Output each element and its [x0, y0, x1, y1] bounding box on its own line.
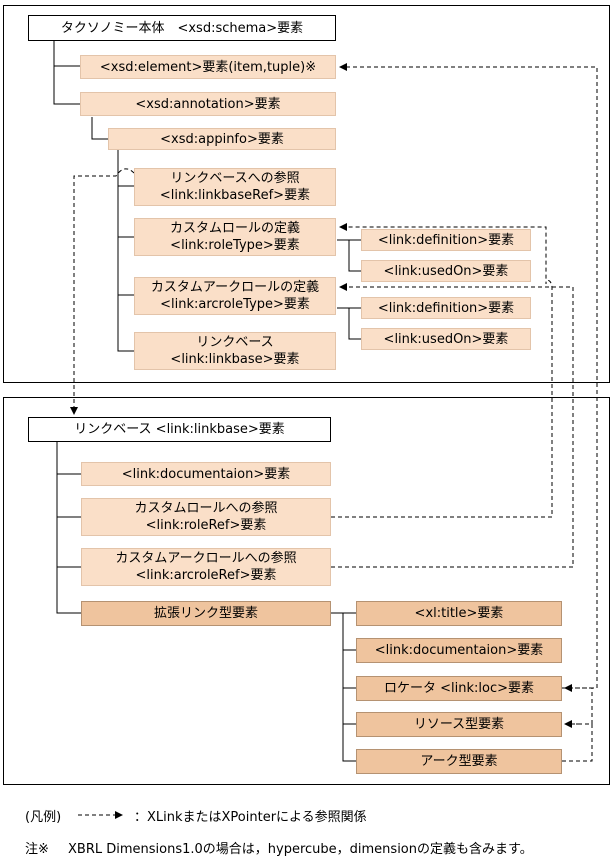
linkbase-line2: <link:linkbase>要素 — [170, 352, 300, 367]
linkbase-line1: リンクベース — [196, 335, 274, 350]
resource-label: リソース型要素 — [413, 717, 505, 732]
xsd-element-box: <xsd:element>要素(item,tuple)※ — [80, 55, 336, 79]
ref-loc-to-element — [339, 63, 598, 689]
xl-title-label: <xl:title>要素 — [414, 606, 504, 621]
xsd-appinfo-box: <xsd:appinfo>要素 — [108, 128, 336, 150]
arcroletype-line2: <link:arcroleType>要素 — [160, 297, 310, 312]
xsd-element-label: <xsd:element>要素(item,tuple)※ — [99, 59, 317, 75]
ref-linkbaseref-to-linkbase — [70, 168, 135, 415]
arcrole-definition-box: <link:definition>要素 — [361, 297, 531, 319]
schema-root-box: タクソノミー本体 <xsd:schema>要素 — [28, 15, 336, 41]
tree-line-arcroletype — [337, 307, 361, 340]
xsd-appinfo-label: <xsd:appinfo>要素 — [160, 131, 284, 147]
documentation-label: <link:documentaion>要素 — [121, 466, 291, 482]
roletype-line1: カスタムロールの定義 — [169, 221, 300, 236]
ext-documentation-box: <link:documentaion>要素 — [356, 638, 562, 663]
locator-box: ロケータ <link:loc>要素 — [356, 676, 562, 701]
extended-link-label: 拡張リンク型要素 — [153, 606, 258, 621]
documentation-box: <link:documentaion>要素 — [81, 462, 331, 486]
linkbase-root-label: リンクベース <link:linkbase>要素 — [74, 422, 285, 437]
xsd-annotation-label: <xsd:annotation>要素 — [135, 96, 281, 112]
roleref-line1: カスタムロールへの参照 — [134, 501, 278, 516]
note-mark: 注※ — [25, 842, 49, 857]
roleref-line2: <link:roleRef>要素 — [145, 518, 267, 533]
arc-box: アーク型要素 — [356, 749, 562, 774]
arcroleref-box: カスタムアークロールへの参照 <link:arcroleRef>要素 — [81, 548, 331, 586]
locator-label: ロケータ <link:loc>要素 — [383, 681, 534, 696]
arcroletype-line1: カスタムアークロールの定義 — [150, 280, 320, 295]
tree-line-annotation — [91, 117, 108, 140]
extended-link-box: 拡張リンク型要素 — [81, 601, 331, 626]
arcroleref-line2: <link:arcroleRef>要素 — [135, 568, 277, 583]
legend-description: ：XLinkまたはXPointerによる参照関係 — [134, 810, 367, 825]
role-usedon-label: <link:usedOn>要素 — [383, 263, 509, 279]
roleref-box: カスタムロールへの参照 <link:roleRef>要素 — [81, 498, 331, 536]
tree-line-appinfo — [117, 150, 134, 352]
xsd-annotation-box: <xsd:annotation>要素 — [80, 92, 336, 116]
note-text: XBRL Dimensions1.0の場合は，hypercube，dimensi… — [68, 842, 533, 857]
tree-line-linkbase-root — [56, 442, 81, 614]
arcroletype-box: カスタムアークロールの定義 <link:arcroleType>要素 — [134, 277, 336, 315]
resource-box: リソース型要素 — [356, 712, 562, 737]
linkbaseref-line2: <link:linkbaseRef>要素 — [159, 188, 311, 203]
ref-arcroleref-to-arcroletype — [331, 283, 574, 568]
role-usedon-box: <link:usedOn>要素 — [361, 260, 531, 282]
role-definition-box: <link:definition>要素 — [361, 229, 531, 251]
linkbase-root-box: リンクベース <link:linkbase>要素 — [28, 417, 331, 442]
tree-line-root — [53, 40, 80, 105]
ext-documentation-label: <link:documentaion>要素 — [374, 643, 544, 658]
arcrole-definition-label: <link:definition>要素 — [377, 300, 515, 316]
xl-title-box: <xl:title>要素 — [356, 601, 562, 626]
ref-roleref-to-roletype — [331, 223, 553, 518]
roletype-line2: <link:roleType>要素 — [170, 238, 300, 253]
linkbaseref-box: リンクベースへの参照 <link:linkbaseRef>要素 — [134, 168, 336, 206]
legend-label: (凡例) — [25, 810, 62, 825]
schema-root-label: タクソノミー本体 <xsd:schema>要素 — [60, 20, 304, 36]
arc-label: アーク型要素 — [420, 754, 498, 769]
tree-line-extended — [331, 612, 356, 762]
arcrole-usedon-label: <link:usedOn>要素 — [383, 331, 509, 347]
roletype-box: カスタムロールの定義 <link:roleType>要素 — [134, 218, 336, 256]
arcroleref-line1: カスタムアークロールへの参照 — [115, 551, 297, 566]
linkbaseref-line1: リンクベースへの参照 — [170, 171, 300, 186]
tree-line-roletype — [337, 239, 361, 272]
role-definition-label: <link:definition>要素 — [377, 232, 515, 248]
linkbase-ref-box: リンクベース <link:linkbase>要素 — [134, 332, 336, 370]
arcrole-usedon-box: <link:usedOn>要素 — [361, 328, 531, 350]
